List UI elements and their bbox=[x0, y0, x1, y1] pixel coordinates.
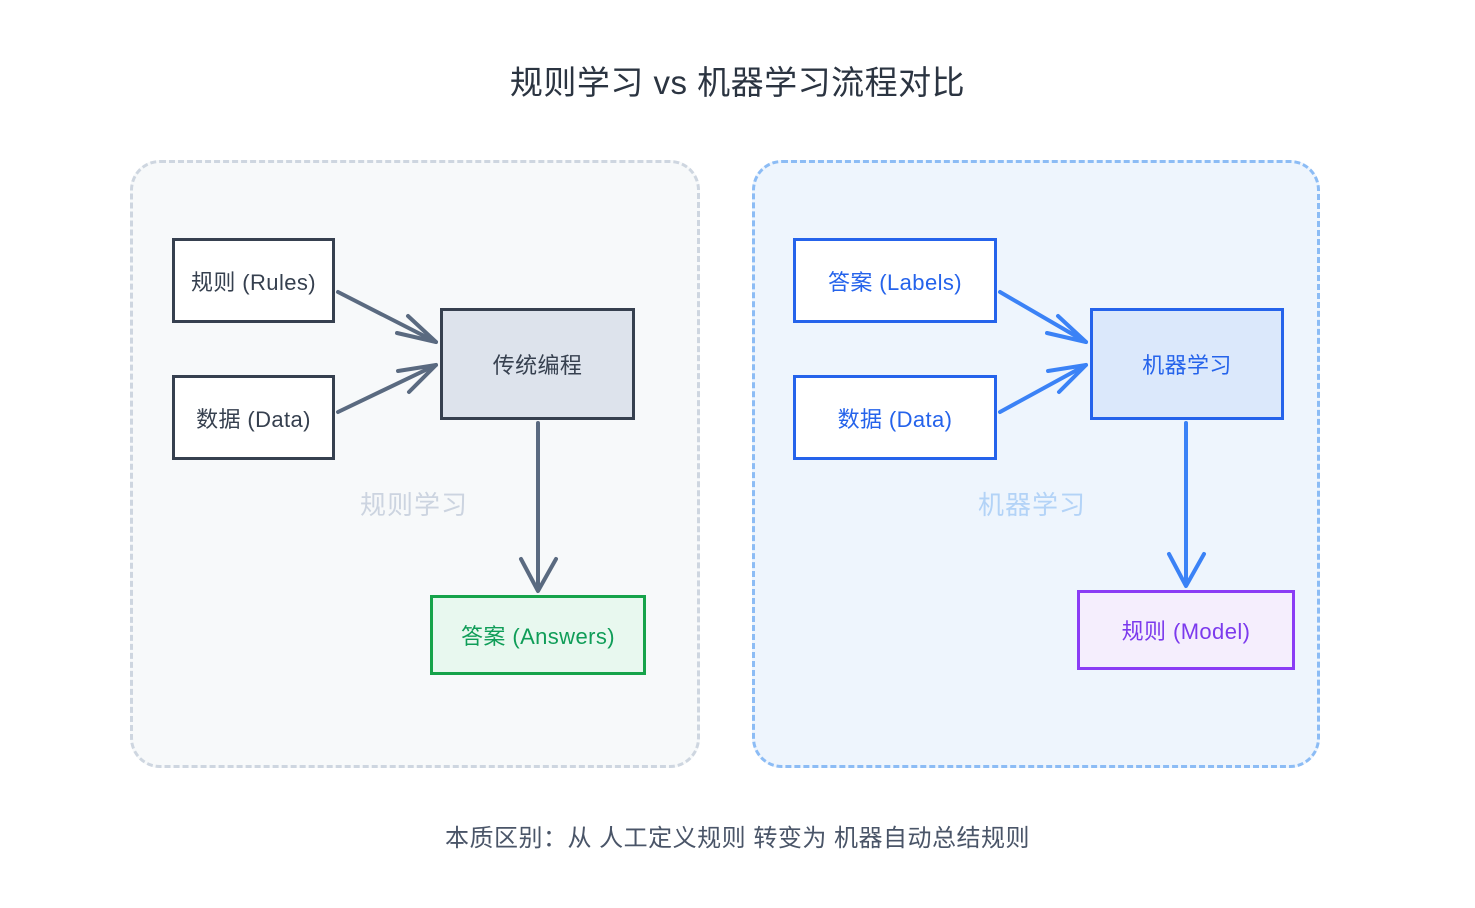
page-title: 规则学习 vs 机器学习流程对比 bbox=[509, 64, 966, 101]
node-answers[interactable]: 答案 (Answers) bbox=[430, 595, 646, 675]
node-traditional-programming[interactable]: 传统编程 bbox=[440, 308, 635, 420]
node-data-left[interactable]: 数据 (Data) bbox=[172, 375, 335, 460]
diagram-caption: 本质区别：从 人工定义规则 转变为 机器自动总结规则 bbox=[444, 825, 1030, 852]
node-rules[interactable]: 规则 (Rules) bbox=[172, 238, 335, 323]
node-machine-learning[interactable]: 机器学习 bbox=[1090, 308, 1284, 420]
node-model[interactable]: 规则 (Model) bbox=[1077, 590, 1295, 670]
node-data-right[interactable]: 数据 (Data) bbox=[793, 375, 997, 460]
node-labels[interactable]: 答案 (Labels) bbox=[793, 238, 997, 323]
panel-label-rule-learning: 规则学习 bbox=[360, 490, 469, 520]
panel-label-machine-learning: 机器学习 bbox=[978, 490, 1087, 520]
